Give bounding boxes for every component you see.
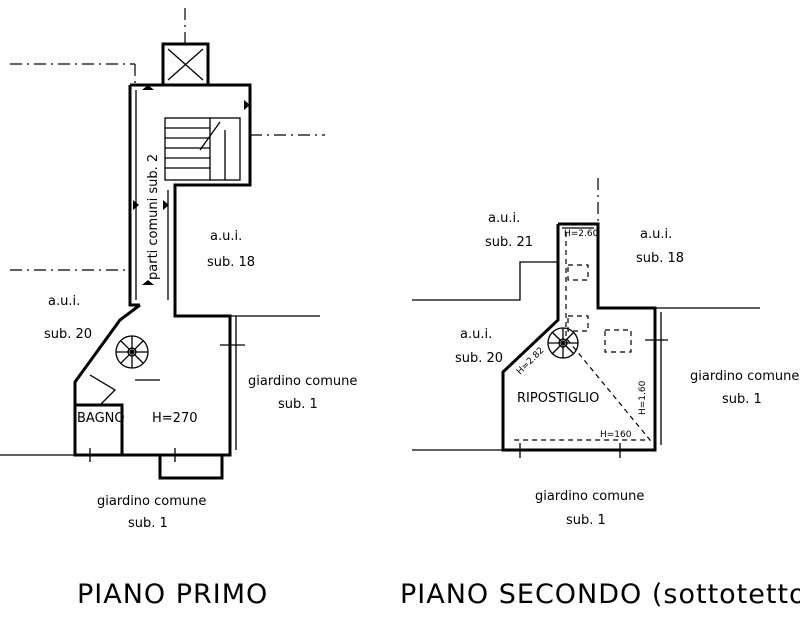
plan-secondo: a.u.i. sub. 21 a.u.i. sub. 18 a.u.i. sub… (400, 178, 800, 610)
label-height-270: H=270 (152, 411, 197, 426)
label-aui-20: a.u.i. (460, 327, 492, 342)
label-sub-18: sub. 18 (636, 251, 684, 266)
label-giardino-bottom-sub: sub. 1 (566, 513, 606, 528)
bathroom-door (89, 374, 117, 406)
door-marker (142, 280, 154, 285)
label-ripostiglio: RIPOSTIGLIO (517, 391, 599, 406)
label-parti-comuni: parti comuni sub. 2 (146, 154, 161, 280)
label-giardino-bottom: giardino comune (97, 494, 206, 509)
label-giardino-right-sub: sub. 1 (278, 397, 318, 412)
bathroom-wall (75, 403, 124, 455)
label-giardino-bottom-sub: sub. 1 (128, 516, 168, 531)
label-giardino-right: giardino comune (248, 374, 357, 389)
skylight (604, 329, 632, 353)
plan-title-secondo: PIANO SECONDO (sottotetto) (400, 579, 800, 610)
label-giardino-right-sub: sub. 1 (722, 392, 762, 407)
bay-window (158, 455, 224, 480)
label-sub-21: sub. 21 (485, 235, 533, 250)
label-height-260: H=2.60 (564, 229, 599, 239)
skylight (567, 264, 589, 281)
label-aui-21: a.u.i. (488, 211, 520, 226)
label-aui-18: a.u.i. (640, 227, 672, 242)
spiral-stair (547, 327, 579, 359)
label-giardino-bottom: giardino comune (535, 489, 644, 504)
spiral-stair (115, 335, 160, 381)
plan-title-primo: PIANO PRIMO (77, 579, 268, 610)
label-sub-20: sub. 20 (44, 327, 92, 342)
apartment-wall-left (73, 303, 141, 457)
label-giardino-right: giardino comune (690, 369, 799, 384)
door-marker (244, 100, 250, 110)
label-bagno: BAGNO (77, 411, 125, 426)
door-marker (163, 200, 169, 210)
skylight (567, 315, 589, 332)
label-sub-18: sub. 18 (207, 255, 255, 270)
door-marker (142, 85, 154, 90)
corridor-wall-right (130, 83, 252, 305)
door-marker (133, 200, 139, 210)
staircase (164, 117, 241, 181)
label-height-282: H=2.82 (515, 346, 546, 377)
attic-walls (501, 222, 657, 452)
elevator-cross (167, 48, 204, 81)
corridor-wall-left (128, 85, 140, 307)
height-line (510, 232, 652, 441)
boundary-line (412, 261, 558, 301)
apartment-wall-right (100, 305, 232, 457)
label-sub-20: sub. 20 (455, 351, 503, 366)
plan-primo: parti comuni sub. 2 a.u.i. sub. 18 a.u.i… (0, 8, 357, 610)
label-aui-20: a.u.i. (48, 294, 80, 309)
label-height-160-h: H=160 (600, 430, 632, 440)
label-height-160-v: H=1.60 (638, 380, 648, 415)
label-aui-18: a.u.i. (210, 229, 242, 244)
